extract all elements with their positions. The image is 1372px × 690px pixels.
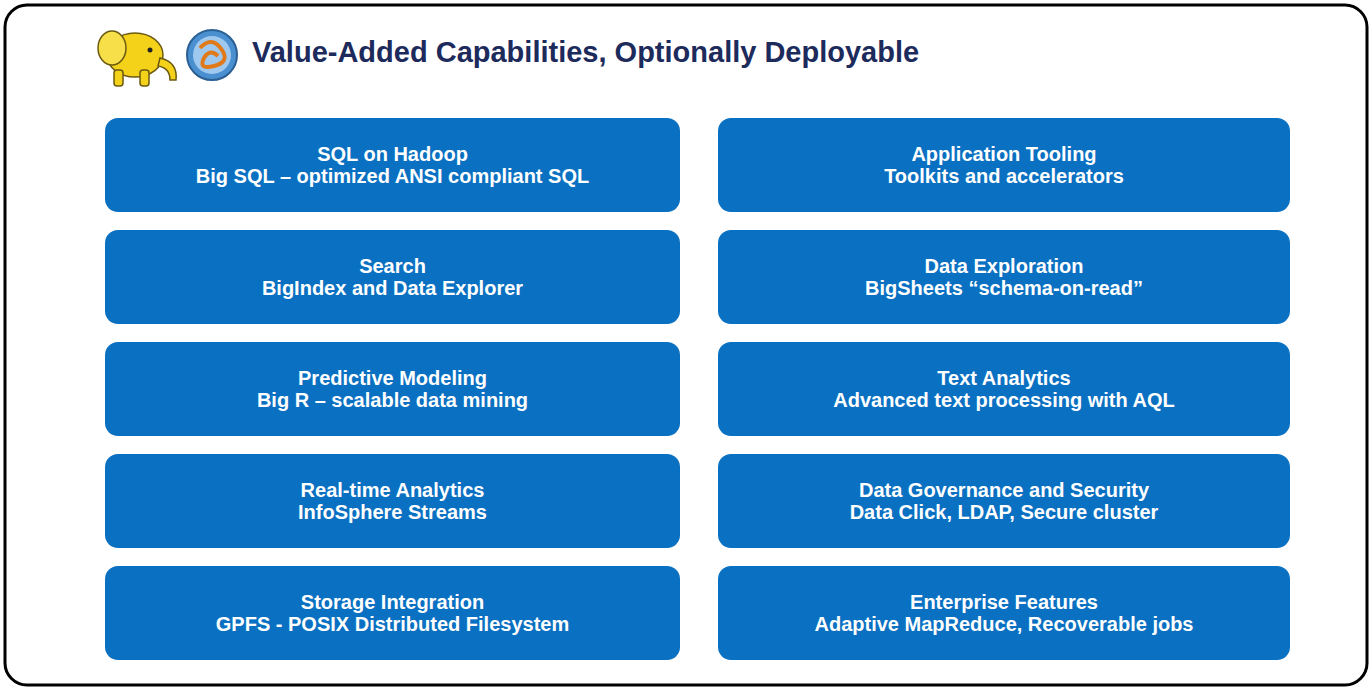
capability-detail: Advanced text processing with AQL <box>833 389 1175 411</box>
capability-heading: Enterprise Features <box>910 591 1098 613</box>
capability-heading: Real-time Analytics <box>301 479 485 501</box>
capability-box: Data Governance and SecurityData Click, … <box>718 454 1290 548</box>
capability-heading: Storage Integration <box>301 591 484 613</box>
capability-box: Application ToolingToolkits and accelera… <box>718 118 1290 212</box>
capability-box: SearchBigIndex and Data Explorer <box>105 230 680 324</box>
capability-heading: Predictive Modeling <box>298 367 487 389</box>
capability-detail: Big SQL – optimized ANSI compliant SQL <box>196 165 589 187</box>
hadoop-elephant-icon <box>98 31 176 86</box>
capability-box: Data ExplorationBigSheets “schema-on-rea… <box>718 230 1290 324</box>
capability-box: Predictive ModelingBig R – scalable data… <box>105 342 680 436</box>
capability-detail: Data Click, LDAP, Secure cluster <box>850 501 1159 523</box>
capability-box: SQL on HadoopBig SQL – optimized ANSI co… <box>105 118 680 212</box>
capability-box: Enterprise FeaturesAdaptive MapReduce, R… <box>718 566 1290 660</box>
capability-heading: Text Analytics <box>937 367 1070 389</box>
capability-box: Storage IntegrationGPFS - POSIX Distribu… <box>105 566 680 660</box>
outer-frame <box>5 5 1367 685</box>
capability-heading: Data Governance and Security <box>859 479 1149 501</box>
capability-heading: Search <box>359 255 426 277</box>
capability-box: Text AnalyticsAdvanced text processing w… <box>718 342 1290 436</box>
capability-heading: Data Exploration <box>925 255 1084 277</box>
capability-box: Real-time AnalyticsInfoSphere Streams <box>105 454 680 548</box>
capability-heading: SQL on Hadoop <box>317 143 468 165</box>
globe-icon <box>187 30 237 80</box>
diagram-title: Value-Added Capabilities, Optionally Dep… <box>252 36 919 69</box>
capability-detail: Adaptive MapReduce, Recoverable jobs <box>814 613 1193 635</box>
capability-detail: BigIndex and Data Explorer <box>262 277 523 299</box>
capability-heading: Application Tooling <box>911 143 1096 165</box>
capability-detail: BigSheets “schema-on-read” <box>865 277 1143 299</box>
capability-detail: GPFS - POSIX Distributed Filesystem <box>216 613 569 635</box>
capability-detail: Big R – scalable data mining <box>257 389 528 411</box>
capability-detail: Toolkits and accelerators <box>884 165 1124 187</box>
capability-detail: InfoSphere Streams <box>298 501 487 523</box>
